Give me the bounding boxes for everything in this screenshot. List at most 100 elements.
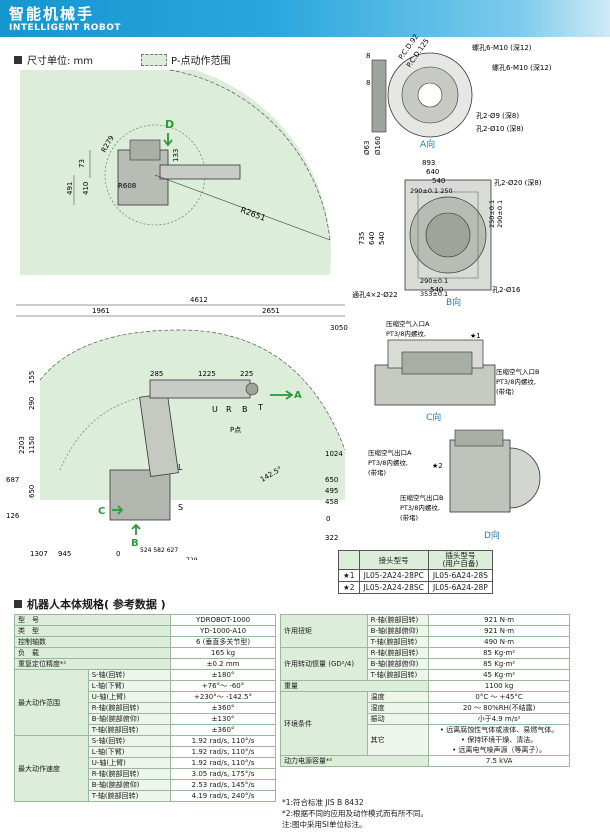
spec-value: 7.5 kVA <box>428 755 570 767</box>
svg-text:L: L <box>178 463 183 472</box>
svg-text:孔2-Ø16: 孔2-Ø16 <box>492 286 521 294</box>
connector-row: ★2 JL05-2A24-28SC JL05-6A24-28P <box>338 581 493 594</box>
spec-sub-label: U-轴(上臂) <box>87 691 172 703</box>
spec-value: 1.92 rad/s, 110°/s <box>170 746 276 758</box>
svg-text:540: 540 <box>378 232 386 245</box>
svg-text:(带堵): (带堵) <box>400 513 418 522</box>
svg-text:★2: ★2 <box>432 462 443 470</box>
spec-row: R-轴(腕部回转)3.05 rad/s, 175°/s <box>15 768 276 780</box>
svg-text:压缩空气出口B: 压缩空气出口B <box>400 493 443 502</box>
svg-text:A: A <box>294 390 302 401</box>
spec-row: U-轴(上臂)1.92 rad/s, 110°/s <box>15 757 276 769</box>
spec-sub-label: 振动 <box>366 713 430 725</box>
spec-value: YDROBOT-1000 <box>170 614 276 626</box>
spec-sub-label: T-轴(腕部回转) <box>366 636 430 648</box>
spec-row: T-轴(腕部回转)4.19 rad/s, 240°/s <box>15 790 276 802</box>
spec-row: B-轴(腕部俯仰)±130° <box>15 713 276 725</box>
svg-text:1024: 1024 <box>325 450 343 458</box>
svg-text:1225: 1225 <box>198 370 216 378</box>
svg-text:290±0.1: 290±0.1 <box>420 277 448 285</box>
spec-sub-label: R-轴(腕部回转) <box>366 647 430 659</box>
svg-text:8: 8 <box>366 79 370 87</box>
spec-row: T-轴(腕部回转)±360° <box>15 724 276 736</box>
spec-sub-label: B-轴(腕部俯仰) <box>87 713 172 725</box>
spec-value: 165 kg <box>170 647 276 659</box>
header-title-cn: 智能机械手 <box>9 5 95 23</box>
svg-text:729: 729 <box>186 557 198 560</box>
spec-row: B-轴(腕部俯仰)921 N·m <box>281 625 570 637</box>
svg-text:R: R <box>226 405 232 414</box>
svg-text:133: 133 <box>172 149 180 162</box>
spec-value: 45 Kg·m² <box>428 669 570 681</box>
svg-text:0: 0 <box>116 550 120 558</box>
view-d-label: D向 <box>484 529 500 541</box>
spec-value: 85 Kg·m² <box>428 658 570 670</box>
svg-text:螺孔6-M10 (深12): 螺孔6-M10 (深12) <box>492 63 552 72</box>
spec-row: 许用转动惯量 (GD²/4)R-轴(腕部回转)85 Kg·m² <box>280 647 570 681</box>
spec-sub-label: B-轴(腕部俯仰) <box>366 658 430 670</box>
drawings: D R279 73 491 410 R608 133 R2651 8 8 P.C… <box>6 33 552 560</box>
svg-text:PT3/8内螺纹,: PT3/8内螺纹, <box>496 377 536 386</box>
unit-label: 尺寸单位: mm <box>27 56 94 67</box>
spec-value: 2.53 rad/s, 145°/s <box>170 779 276 791</box>
spec-value: 1.92 rad/s, 110°/s <box>170 757 276 769</box>
svg-text:2203: 2203 <box>18 436 26 454</box>
svg-text:250±0.1: 250±0.1 <box>488 200 496 228</box>
spec-value: ±130° <box>170 713 276 725</box>
spec-value: 921 N·m <box>428 614 570 626</box>
svg-text:B: B <box>131 538 139 549</box>
svg-text:945: 945 <box>58 550 71 558</box>
range-label: P-点动作范围 <box>171 56 231 67</box>
svg-text:Ø63: Ø63 <box>363 141 371 155</box>
svg-text:8: 8 <box>366 52 370 60</box>
spec-sub-label: T-轴(腕部回转) <box>366 669 430 681</box>
svg-text:687: 687 <box>6 476 19 484</box>
spec-value: 6 (垂直多关节型) <box>170 636 276 648</box>
spec-group-label: 许用转动惯量 (GD²/4) <box>280 647 368 681</box>
spec-sub-label: R-轴(腕部回转) <box>87 702 172 714</box>
svg-text:1961: 1961 <box>92 307 110 315</box>
svg-text:155: 155 <box>28 371 36 384</box>
svg-text:290±0.1 250: 290±0.1 250 <box>410 187 453 195</box>
spec-label: 控制轴数 <box>13 636 172 648</box>
spec-value: 921 N·m <box>428 625 570 637</box>
svg-text:735: 735 <box>358 232 366 245</box>
view-a-label: A向 <box>420 138 435 150</box>
svg-text:Ø160: Ø160 <box>374 136 382 155</box>
svg-text:2651: 2651 <box>262 307 280 315</box>
svg-text:(带堵): (带堵) <box>368 468 386 477</box>
spec-value: 20 ～ 80%RH(不结露) <box>428 702 570 714</box>
spec-sub-label: U-轴(上臂) <box>87 757 172 769</box>
spec-sub-label: L-轴(下臂) <box>87 680 172 692</box>
spec-row: U-轴(上臂)+230°～ -142.5° <box>15 691 276 703</box>
svg-text:353±0.1: 353±0.1 <box>420 290 448 298</box>
svg-text:285: 285 <box>150 370 163 378</box>
spec-label: 重复定位精度*¹ <box>13 658 172 670</box>
svg-text:U: U <box>212 405 218 414</box>
connector-header-row: 接头型号 插头型号 (用户自备) <box>338 550 493 570</box>
square-bullet-icon <box>14 55 22 64</box>
spec-value: ±360° <box>170 702 276 714</box>
svg-text:通孔4×2-Ø22: 通孔4×2-Ø22 <box>352 290 398 299</box>
spec-sub-label: L-轴(下臂) <box>87 746 172 758</box>
spec-row: 重复定位精度*¹±0.2 mm <box>13 658 276 670</box>
svg-text:压缩空气入口B: 压缩空气入口B <box>496 367 539 376</box>
spec-row: 其它• 远离腐蚀性气体或液体、易燃气体。 • 保持环境干燥、清洁。 • 远离电气… <box>281 724 570 756</box>
svg-text:458: 458 <box>325 498 338 506</box>
svg-text:3050: 3050 <box>330 324 348 332</box>
svg-text:126: 126 <box>6 512 20 520</box>
spec-sub-label: B-轴(腕部俯仰) <box>87 779 172 791</box>
svg-text:1150: 1150 <box>28 436 36 454</box>
svg-text:孔2-Ø20 (深8): 孔2-Ø20 (深8) <box>494 178 542 187</box>
view-c-label: C向 <box>426 411 441 423</box>
spec-sub-label: T-轴(腕部回转) <box>87 724 172 736</box>
svg-text:225: 225 <box>240 370 253 378</box>
spec-row: 振动小于4.9 m/s² <box>281 713 570 725</box>
view-b: 893 640 540 290±0.1 250 孔2-Ø20 (深8) 735 … <box>352 159 542 308</box>
